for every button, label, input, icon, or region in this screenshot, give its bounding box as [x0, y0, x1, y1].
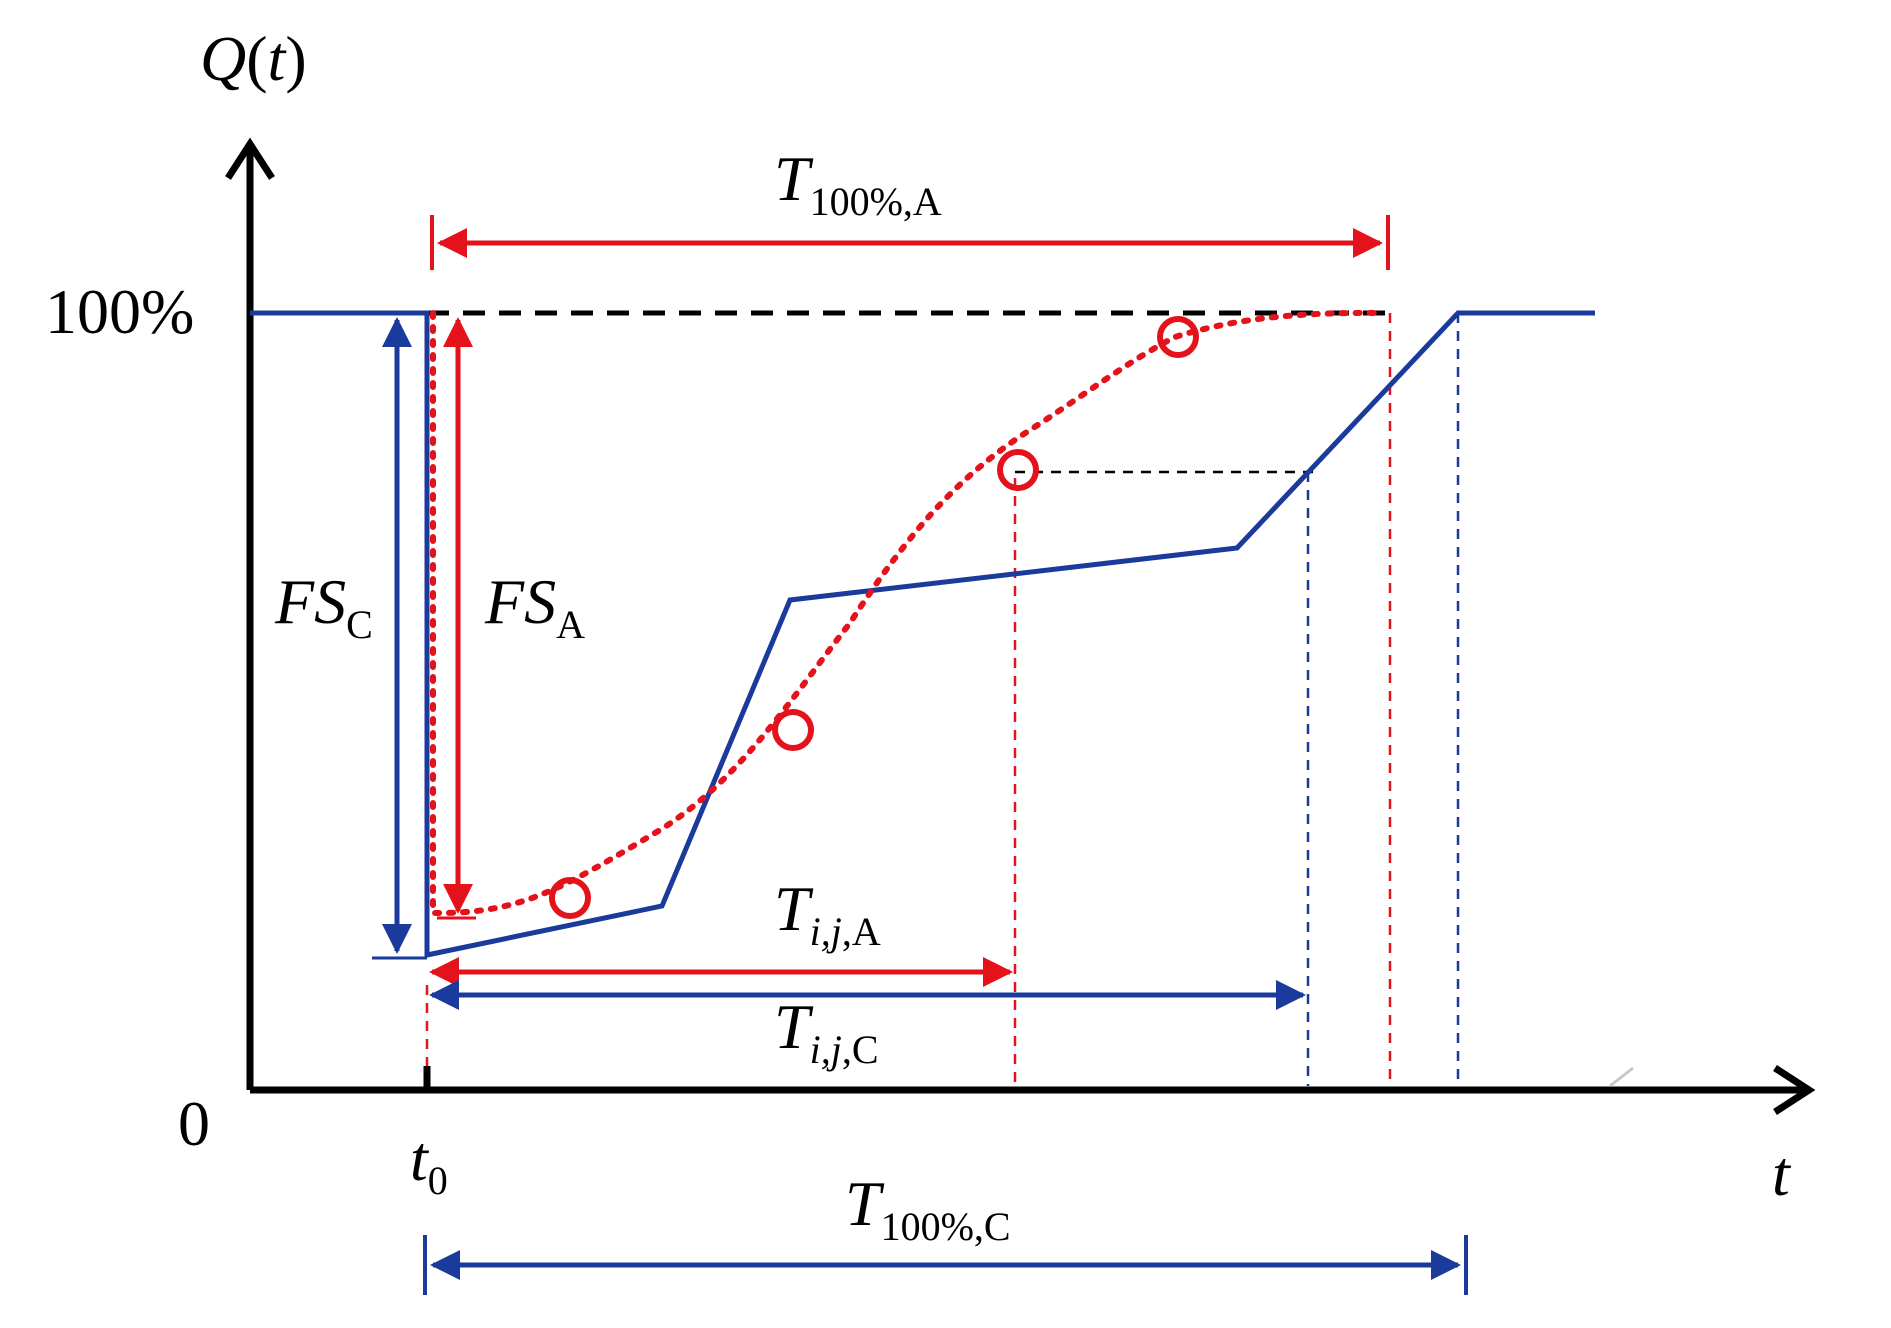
fs-a-annotation: FSA [437, 317, 585, 920]
curve-c [250, 310, 1595, 959]
faint-mark [1609, 1066, 1634, 1088]
reference-lines [425, 310, 1460, 1086]
t100c-annotation: T100%,C [423, 1168, 1468, 1295]
origin-label: 0 [178, 1088, 210, 1159]
axis-labels: Q(t) 100% 0 t0 t [45, 23, 1792, 1209]
tija-label: Ti,j,A [774, 873, 881, 954]
x-axis-label: t [1772, 1138, 1792, 1209]
y-axis-arrowhead [225, 137, 275, 180]
curve-a-line [430, 309, 1383, 917]
x-axis-arrowhead [1773, 1065, 1816, 1115]
axes [225, 137, 1816, 1115]
curve-c-line [250, 310, 1595, 959]
t0-label: t0 [410, 1123, 448, 1203]
t100c-label: T100%,C [845, 1168, 1011, 1249]
y-tick-100-label: 100% [45, 276, 194, 347]
tija-annotation: Ti,j,A [429, 873, 1013, 987]
y-axis-label: Q(t) [200, 23, 307, 94]
curve-a-marker [549, 877, 591, 919]
curve-a [430, 309, 1383, 919]
t100a-label: T100%,A [774, 143, 942, 224]
curve-a-marker [997, 449, 1039, 491]
curve-a-marker [1157, 316, 1199, 358]
t100a-annotation: T100%,A [430, 143, 1390, 270]
curve-a-marker [772, 709, 814, 751]
fs-c-label: FSC [274, 566, 373, 647]
fs-c-annotation: FSC [274, 317, 427, 960]
fs-a-label: FSA [484, 566, 585, 647]
tijc-annotation: Ti,j,C [429, 980, 1306, 1072]
tijc-label: Ti,j,C [774, 991, 879, 1072]
